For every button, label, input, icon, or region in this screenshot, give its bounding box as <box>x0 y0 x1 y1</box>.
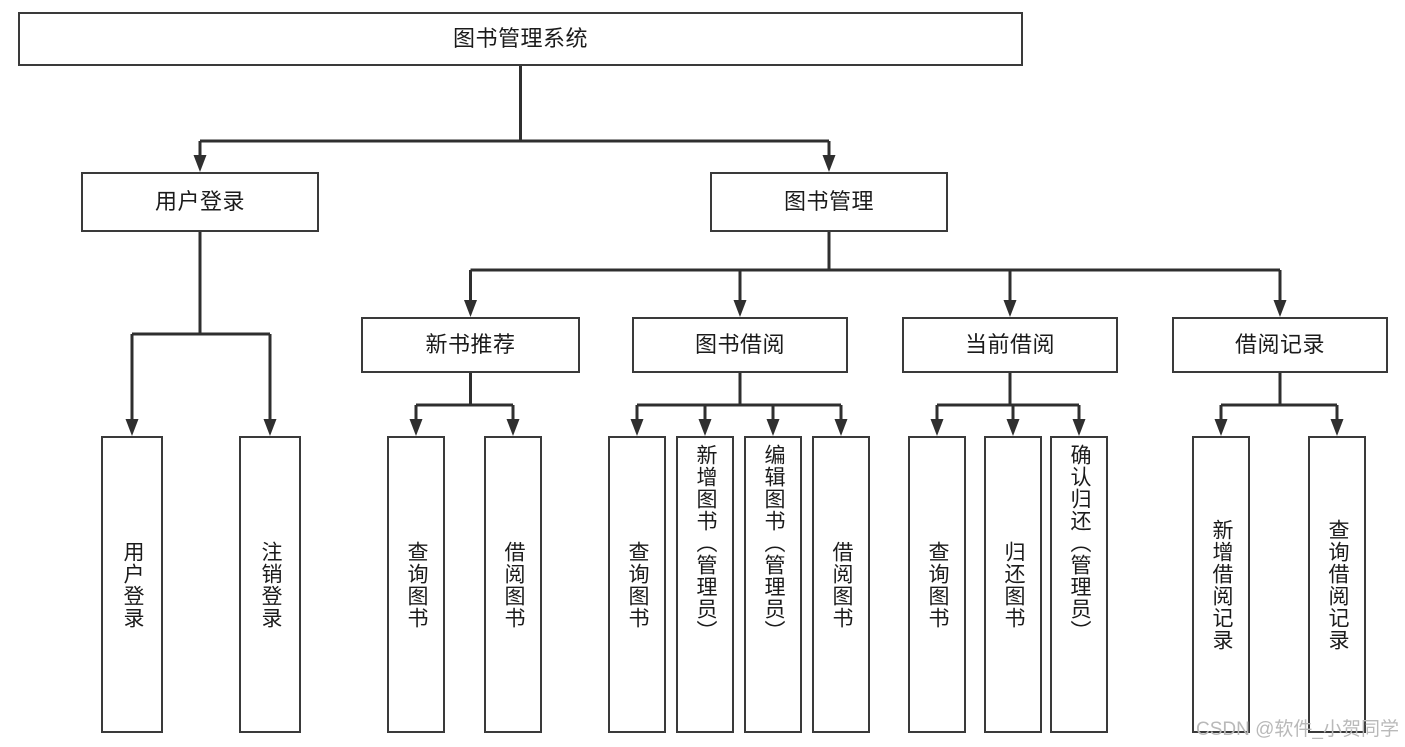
arrowhead <box>506 419 520 436</box>
node-leaf-borrow-book-1[interactable]: 借阅图书 <box>484 436 542 733</box>
node-label: 归还图书 <box>1002 540 1026 629</box>
node-leaf-query-record[interactable]: 查询借阅记录 <box>1308 436 1366 733</box>
node-leaf-borrow-book-2[interactable]: 借阅图书 <box>812 436 870 733</box>
arrowhead <box>464 300 477 317</box>
node-label: 图书管理 <box>783 188 874 214</box>
arrowhead <box>630 419 644 436</box>
node-label: 编辑图书（管理员） <box>762 444 786 642</box>
node-label: 新增借阅记录 <box>1210 518 1234 651</box>
node-label: 借阅图书 <box>502 540 526 629</box>
arrowhead <box>193 155 207 172</box>
node-label: 当前借阅 <box>964 331 1055 357</box>
node-leaf-add-book[interactable]: 新增图书（管理员） <box>676 436 734 733</box>
arrowhead <box>834 419 848 436</box>
arrowhead <box>1273 300 1287 317</box>
node-label: 图书借阅 <box>694 331 785 357</box>
node-current-borrow[interactable]: 当前借阅 <box>902 317 1118 373</box>
edge-group <box>130 66 1339 419</box>
node-leaf-confirm-return[interactable]: 确认归还（管理员） <box>1050 436 1108 733</box>
arrowhead <box>1072 419 1086 436</box>
arrowhead <box>409 419 423 436</box>
node-leaf-return-book[interactable]: 归还图书 <box>984 436 1042 733</box>
node-book-borrow[interactable]: 图书借阅 <box>632 317 848 373</box>
node-user-login[interactable]: 用户登录 <box>81 172 319 232</box>
node-label: 图书管理系统 <box>452 25 588 51</box>
arrowhead <box>1006 419 1020 436</box>
node-leaf-add-record[interactable]: 新增借阅记录 <box>1192 436 1250 733</box>
node-root[interactable]: 图书管理系统 <box>18 12 1023 66</box>
node-new-book-rec[interactable]: 新书推荐 <box>361 317 580 373</box>
arrowhead <box>1003 300 1017 317</box>
node-label: 用户登录 <box>154 188 245 214</box>
arrowhead <box>930 419 944 436</box>
node-label: 查询图书 <box>405 540 429 629</box>
arrowhead <box>125 419 139 436</box>
node-label: 确认归还（管理员） <box>1068 444 1092 642</box>
node-label: 注销登录 <box>259 540 283 629</box>
node-leaf-query-book-3[interactable]: 查询图书 <box>908 436 966 733</box>
arrowhead <box>822 155 836 172</box>
node-leaf-edit-book[interactable]: 编辑图书（管理员） <box>744 436 802 733</box>
node-label: 新增图书（管理员） <box>694 444 718 642</box>
node-label: 用户登录 <box>121 540 145 629</box>
node-leaf-query-book-2[interactable]: 查询图书 <box>608 436 666 733</box>
arrowhead <box>263 419 277 436</box>
node-label: 查询图书 <box>626 540 650 629</box>
node-label: 借阅记录 <box>1234 331 1325 357</box>
node-label: 查询借阅记录 <box>1326 518 1350 651</box>
node-borrow-record[interactable]: 借阅记录 <box>1172 317 1388 373</box>
arrowhead <box>1330 419 1344 436</box>
node-label: 查询图书 <box>926 540 950 629</box>
node-leaf-user-logout[interactable]: 注销登录 <box>239 436 301 733</box>
node-leaf-query-book-1[interactable]: 查询图书 <box>387 436 445 733</box>
arrowhead <box>698 419 712 436</box>
node-book-manage[interactable]: 图书管理 <box>710 172 948 232</box>
node-label: 新书推荐 <box>425 331 516 357</box>
arrowhead <box>1214 419 1228 436</box>
node-leaf-user-login[interactable]: 用户登录 <box>101 436 163 733</box>
node-label: 借阅图书 <box>830 540 854 629</box>
arrowhead <box>766 419 780 436</box>
arrowhead <box>733 300 747 317</box>
arrowhead-group <box>125 155 1344 436</box>
